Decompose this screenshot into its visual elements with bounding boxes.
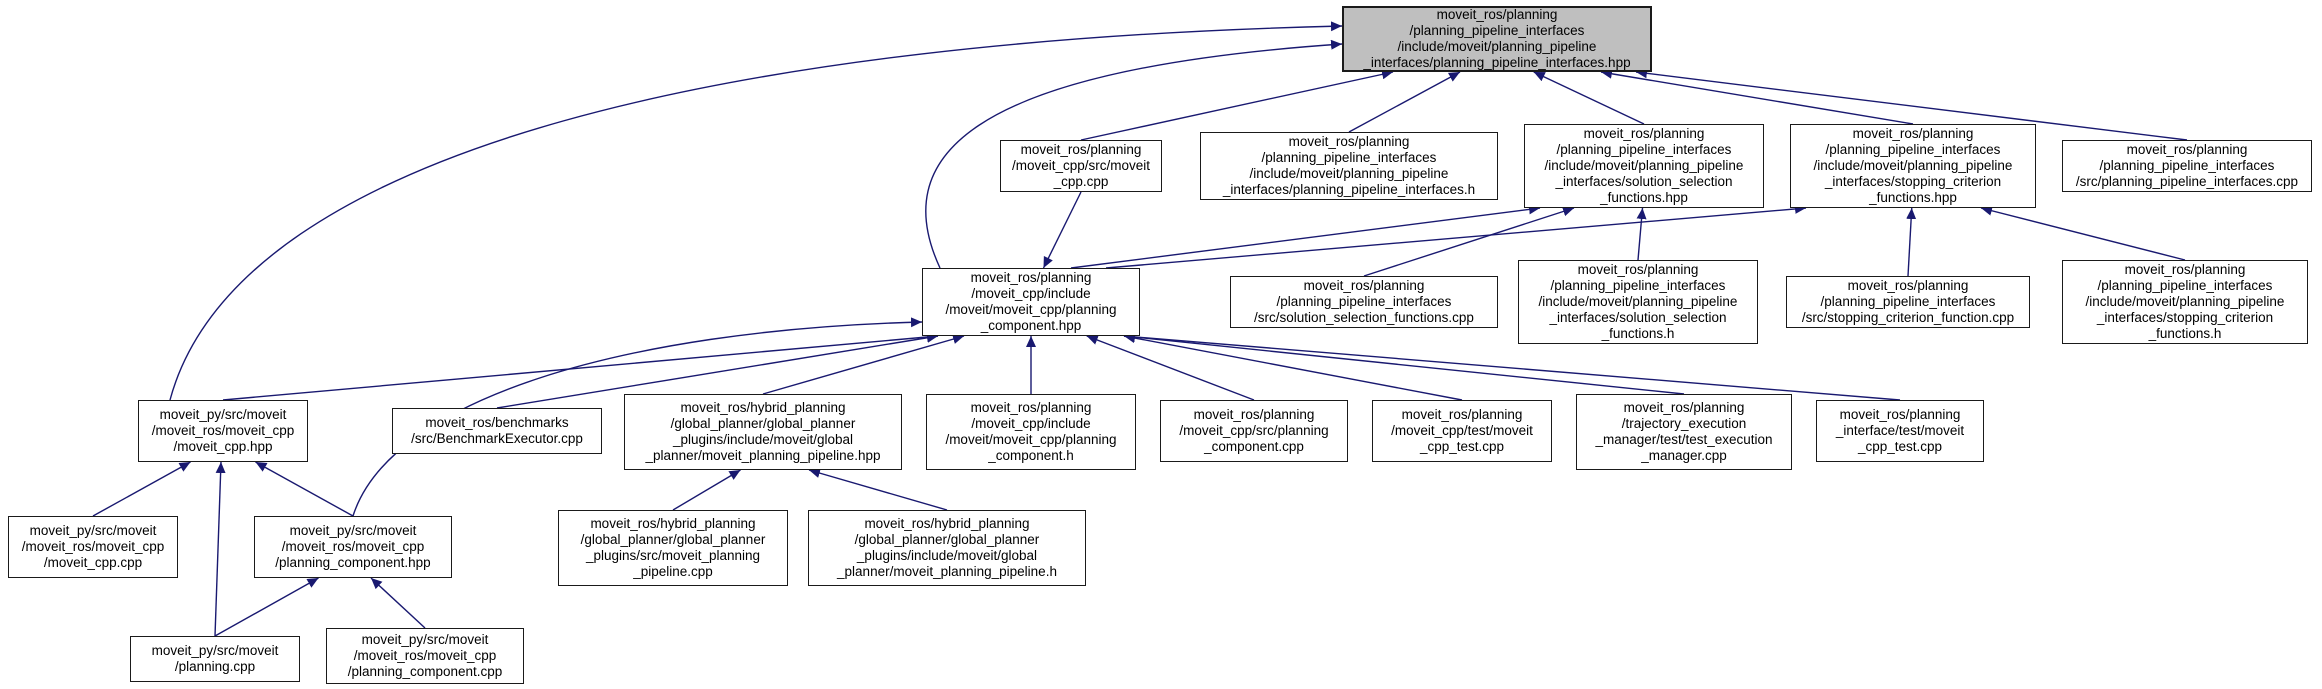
include-edge (1906, 207, 1917, 277)
include-edge (1042, 191, 1082, 269)
graph-node-pi_moveit_cpp_test[interactable]: moveit_ros/planning _interface/test/move… (1816, 400, 1984, 462)
include-edge (762, 334, 965, 395)
include-edge (808, 468, 948, 511)
include-edge (370, 577, 426, 629)
graph-node-moveit_cpp_cpp[interactable]: moveit_ros/planning /moveit_cpp/src/move… (1000, 140, 1162, 192)
include-edge (1070, 204, 1541, 269)
include-edge (1123, 331, 1901, 401)
graph-node-planning_component_h[interactable]: moveit_ros/planning /moveit_cpp/include … (926, 394, 1136, 470)
graph-node-test_exec_mgr[interactable]: moveit_ros/planning /trajectory_executio… (1576, 394, 1792, 470)
include-edge (1600, 68, 1914, 125)
graph-node-ppi_h[interactable]: moveit_ros/planning /planning_pipeline_i… (1200, 132, 1498, 200)
graph-node-py_planning_component_cpp[interactable]: moveit_py/src/moveit /moveit_ros/moveit_… (326, 628, 524, 684)
graph-node-py_planning_cpp[interactable]: moveit_py/src/moveit /planning.cpp (130, 636, 300, 682)
graph-node-py_moveit_cpp_hpp[interactable]: moveit_py/src/moveit /moveit_ros/moveit_… (138, 400, 308, 462)
include-edge (92, 461, 191, 517)
include-edge (1080, 69, 1394, 141)
graph-node-benchmark_executor[interactable]: moveit_ros/benchmarks /src/BenchmarkExec… (392, 408, 602, 454)
include-edge (1105, 203, 1807, 269)
include-edge (1980, 205, 2186, 261)
include-edge (1086, 335, 1255, 401)
graph-node-mpp_h[interactable]: moveit_ros/hybrid_planning /global_plann… (808, 510, 1086, 586)
graph-node-planning_component_hpp[interactable]: moveit_ros/planning /moveit_cpp/include … (922, 268, 1140, 336)
include-edge (1123, 333, 1463, 401)
include-edge (1348, 71, 1461, 133)
graph-node-ssf_h[interactable]: moveit_ros/planning /planning_pipeline_i… (1518, 260, 1758, 344)
graph-node-planning_component_cpp[interactable]: moveit_ros/planning /moveit_cpp/src/plan… (1160, 400, 1348, 462)
graph-node-root: moveit_ros/planning /planning_pipeline_i… (1342, 6, 1652, 72)
graph-node-moveit_cpp_test[interactable]: moveit_ros/planning /moveit_cpp/test/mov… (1372, 400, 1552, 462)
graph-node-py_planning_component_hpp[interactable]: moveit_py/src/moveit /moveit_ros/moveit_… (254, 516, 452, 578)
graph-node-ppi_cpp[interactable]: moveit_ros/planning /planning_pipeline_i… (2062, 140, 2312, 192)
include-edge (672, 469, 741, 511)
graph-node-scf_h[interactable]: moveit_ros/planning /planning_pipeline_i… (2062, 260, 2308, 344)
graph-node-ssf_cpp[interactable]: moveit_ros/planning /planning_pipeline_i… (1230, 276, 1498, 328)
graph-node-py_moveit_cpp_cpp[interactable]: moveit_py/src/moveit /moveit_ros/moveit_… (8, 516, 178, 578)
graph-node-ssf_hpp[interactable]: moveit_ros/planning /planning_pipeline_i… (1524, 124, 1764, 208)
graph-node-mpp_hpp[interactable]: moveit_ros/hybrid_planning /global_plann… (624, 394, 902, 470)
graph-node-scf_hpp[interactable]: moveit_ros/planning /planning_pipeline_i… (1790, 124, 2036, 208)
include-edge (222, 332, 939, 401)
include-edge (214, 577, 319, 637)
include-edge (255, 461, 354, 517)
include-edge (1123, 332, 1685, 395)
include-edge (1636, 207, 1647, 261)
graph-node-scf_cpp[interactable]: moveit_ros/planning /planning_pipeline_i… (1786, 276, 2030, 328)
include-edge (214, 461, 226, 637)
include-edge (169, 21, 1343, 401)
include-edge (1533, 71, 1645, 125)
graph-node-mpp_cpp[interactable]: moveit_ros/hybrid_planning /global_plann… (558, 510, 788, 586)
